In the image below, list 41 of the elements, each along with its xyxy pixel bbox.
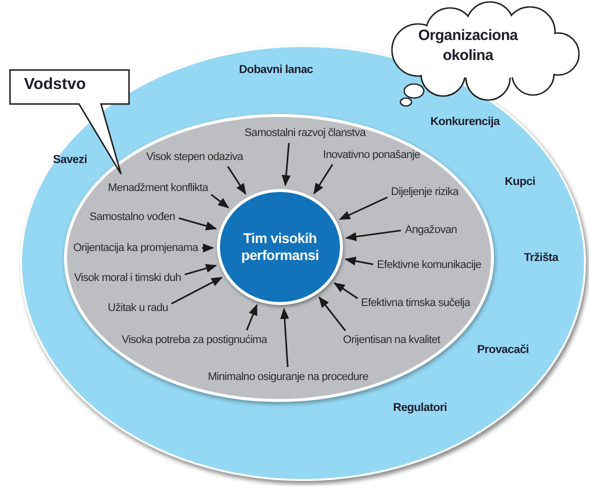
arrow: [338, 196, 388, 220]
core-text: Tim visokih performansi: [240, 230, 320, 264]
environment-label: Kupci: [504, 176, 536, 188]
arrow: [171, 276, 223, 304]
quality-label: Orijentacija ka promjenama: [73, 242, 198, 254]
callout-text: Vodstvo: [24, 76, 86, 94]
arrow: [227, 166, 246, 195]
environment-label: Regulatori: [393, 402, 447, 414]
arrow: [334, 282, 358, 300]
quality-label: Inovativno ponašanje: [323, 149, 420, 161]
arrow: [210, 194, 230, 208]
arrow: [202, 244, 214, 252]
arrow: [282, 142, 291, 186]
environment-label: Tržišta: [524, 252, 558, 264]
quality-label: Menadžment konflikta: [108, 182, 208, 194]
quality-label: Efektivna timska sučelja: [361, 297, 470, 309]
arrow: [178, 217, 218, 230]
quality-label: Angažovan: [405, 224, 457, 236]
quality-label: Minimalno osiguranje na procedure: [208, 371, 368, 383]
quality-label: Samostalni razvoj članstva: [244, 127, 366, 139]
arrow: [184, 264, 218, 276]
quality-label: Dijeljenje rizika: [391, 186, 458, 198]
arrow: [280, 308, 290, 368]
quality-label: Orijentisan na kvalitet: [343, 334, 440, 346]
arrow: [313, 164, 334, 195]
quality-label: Visok stepen odaziva: [146, 151, 243, 163]
arrow: [318, 296, 346, 332]
quality-label: Visoka potreba za postignućima: [122, 334, 267, 346]
environment-label: Provacači: [477, 344, 529, 356]
environment-label: Konkurencija: [430, 116, 500, 128]
cloud-text: Organizaciona okolina: [418, 26, 518, 65]
arrow: [246, 304, 258, 331]
quality-label: Efektivne komunikacije: [377, 259, 482, 271]
core-circle: [217, 189, 343, 305]
environment-label: Savezi: [53, 154, 87, 166]
quality-label: Visok moral i timski duh: [74, 272, 181, 284]
arrow: [344, 256, 374, 266]
quality-label: Užitak u radu: [108, 302, 168, 314]
arrow: [345, 230, 402, 242]
environment-label: Dobavni lanac: [238, 64, 314, 76]
quality-label: Samostalno vođen: [89, 211, 175, 223]
